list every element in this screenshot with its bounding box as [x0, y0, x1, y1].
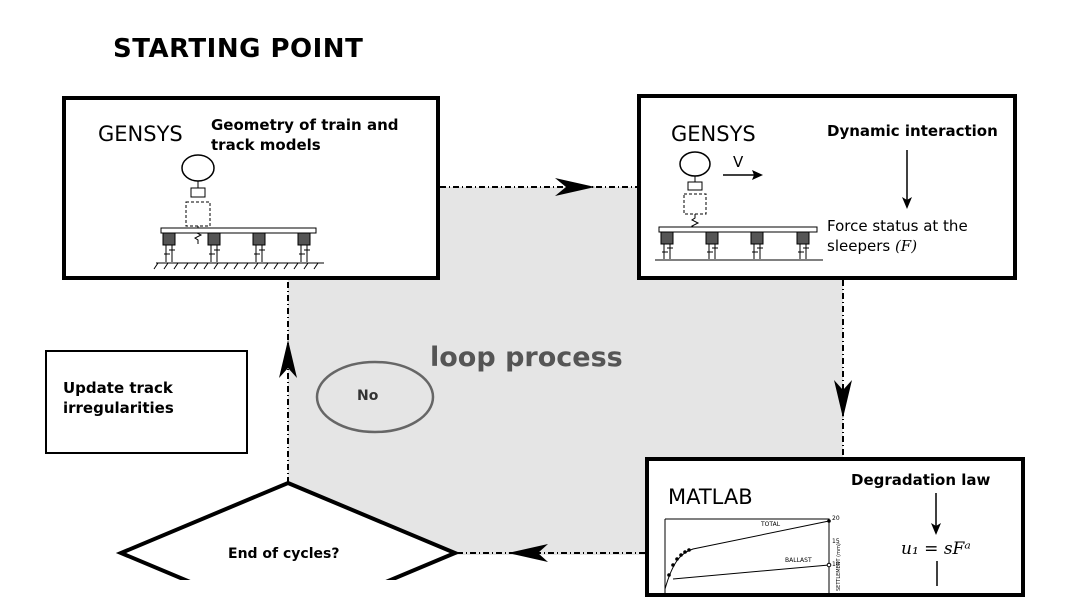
- arrow-left-head: [508, 544, 548, 562]
- loop-process-label: loop process: [430, 342, 623, 373]
- dynamic-heading: Dynamic interaction: [827, 122, 998, 140]
- degradation-formula: u₁ = sFᵃ: [901, 539, 971, 559]
- dynamic-box: GENSYS Dynamic interaction V Force statu…: [637, 94, 1017, 280]
- plot-y-axis-label: SETTLEMENT (mm): [836, 543, 842, 591]
- geometry-box: GENSYS Geometry of train and track model…: [62, 96, 440, 280]
- plot-tick-20: 20: [832, 515, 840, 522]
- plot-tick-15: 15: [832, 538, 840, 545]
- velocity-label: V: [733, 153, 744, 171]
- plot-tick-10: 10: [832, 561, 840, 568]
- dynamic-tool-label: GENSYS: [671, 122, 756, 146]
- arrow-right-head: [555, 178, 595, 196]
- settlement-plot: TOTAL BALLAST 20 15 10 SETTLEMENT (mm): [664, 515, 842, 593]
- plot-ballast-label: BALLAST: [785, 557, 812, 564]
- page-title: STARTING POINT: [113, 34, 364, 64]
- decision-diamond: [115, 480, 461, 580]
- geometry-caption: Geometry of train and track models: [211, 116, 399, 154]
- geometry-tool-label: GENSYS: [98, 122, 183, 146]
- force-status-label: Force status at the sleepers (F): [827, 216, 1007, 256]
- arrow-up-head: [279, 340, 297, 378]
- force-symbol: (F): [894, 237, 918, 255]
- update-box: Update track irregularities: [45, 350, 248, 454]
- end-of-cycles-label: End of cycles?: [228, 546, 340, 562]
- matlab-box: MATLAB Degradation law u₁ = sFᵃ TOTAL BA…: [645, 457, 1025, 597]
- update-text: Update track irregularities: [63, 379, 174, 417]
- arrow-down-head: [834, 380, 852, 418]
- matlab-tool-label: MATLAB: [668, 485, 753, 509]
- dynamic-arrows-icon: [723, 150, 912, 209]
- connector-layer: [115, 178, 852, 580]
- degradation-heading: Degradation law: [851, 471, 991, 489]
- train-track-model-icon: [153, 154, 324, 270]
- dynamic-model-icon: [655, 151, 823, 261]
- no-ellipse: [315, 360, 435, 434]
- force-status-text: Force status at the sleepers: [827, 217, 968, 255]
- no-label: No: [357, 388, 379, 404]
- plot-total-label: TOTAL: [760, 521, 781, 528]
